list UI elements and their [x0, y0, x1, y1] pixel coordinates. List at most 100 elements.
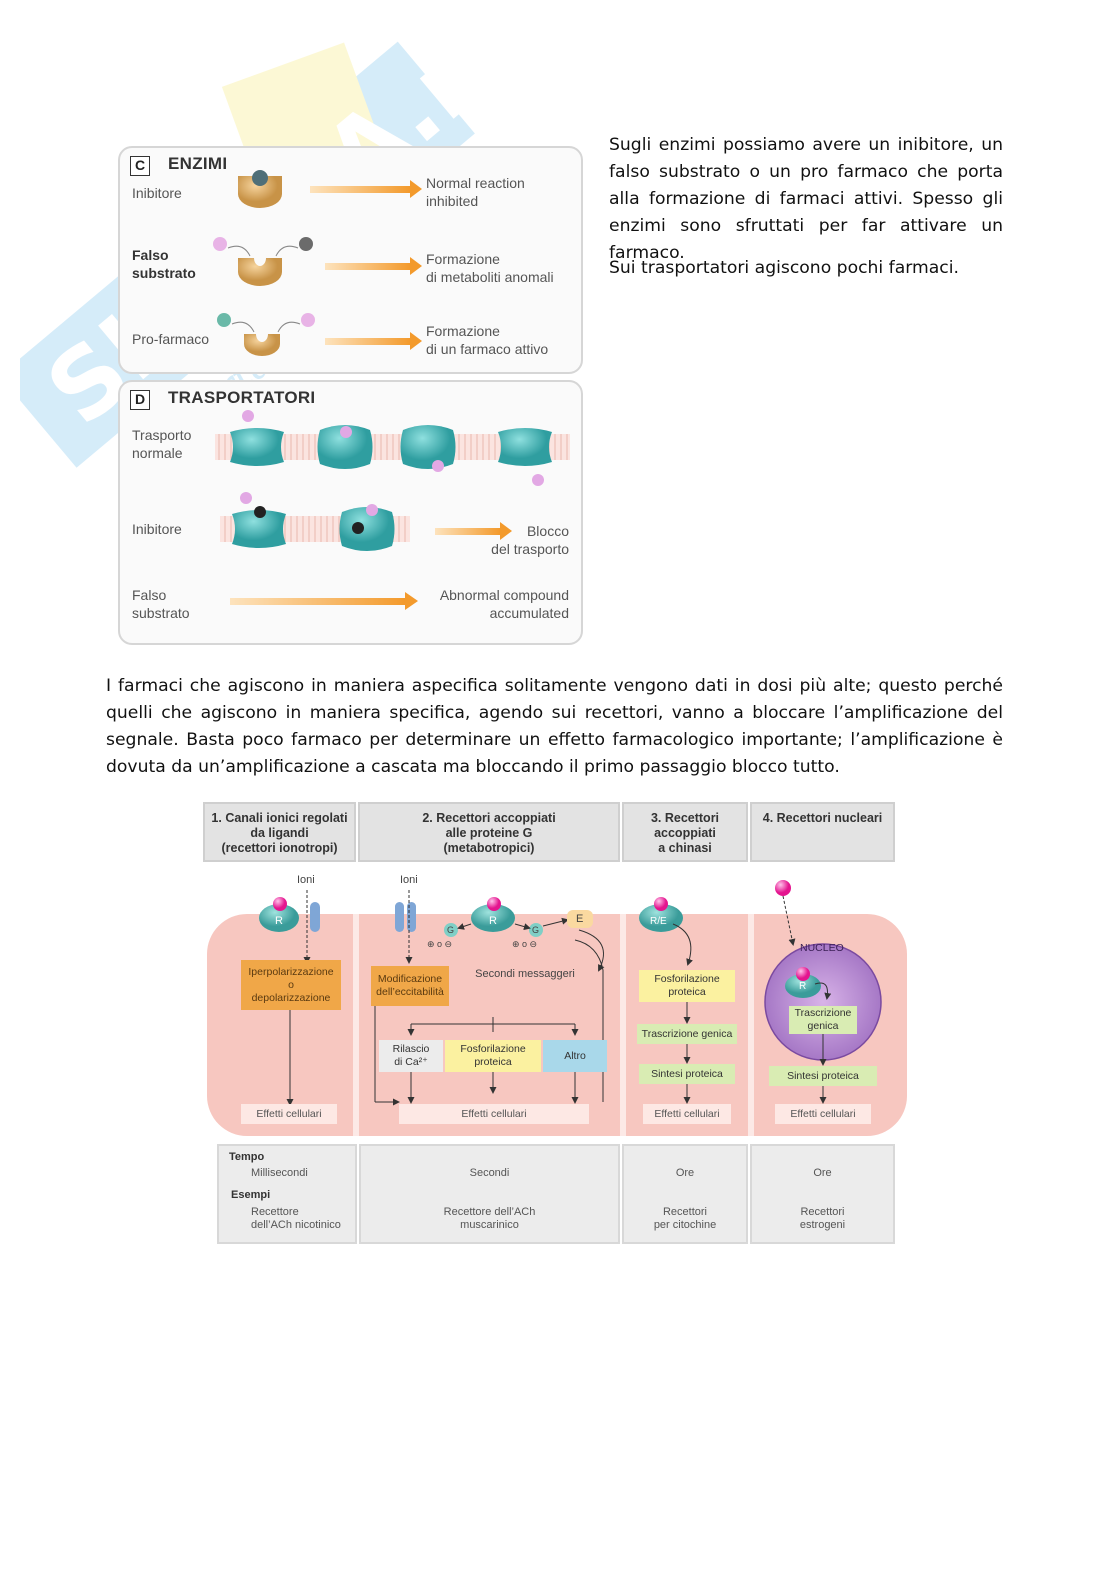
esempi-label: Esempi: [231, 1189, 271, 1201]
receptor-label: R: [275, 915, 283, 927]
inhibitor-molecule: [252, 170, 268, 186]
figure-receptor-types: 1. Canali ionici regolati da ligandi (re…: [203, 802, 911, 1248]
transporters-illustration: [215, 410, 570, 610]
receptor-enzyme: [639, 904, 683, 932]
substrate-molecule: [532, 474, 544, 486]
kinase-transcription-box: Trascrizione genica: [637, 1024, 737, 1044]
transporter-row-outcome: Abnormal compound accumulated: [439, 587, 569, 621]
ion-channel: [310, 902, 320, 932]
example-value: Recettori per citochine: [653, 1206, 717, 1231]
kinase-phosphorylation-box: Fosforilazione proteica: [639, 970, 735, 1002]
substrate-molecule: [340, 426, 352, 438]
transporter-protein: [498, 428, 552, 466]
transporter-row-label: Inibitore: [132, 521, 182, 537]
cellular-effects-box: Effetti cellulari: [399, 1104, 589, 1124]
transporter-protein: [230, 428, 284, 466]
time-value: Ore: [675, 1167, 695, 1179]
bottom-cell-3: [622, 1144, 748, 1244]
excitability-box: Modificazione dell’eccitabilità: [371, 966, 449, 1006]
ligand: [796, 967, 810, 981]
example-value: Recettore dell’ACh nicotinico: [251, 1206, 341, 1231]
figure-enzymes-transporters: C ENZIMI Inibitore Falso substrato Pro-f…: [112, 140, 592, 650]
example-value: Recettori estrogeni: [799, 1206, 846, 1231]
plus-minus-label: ⊕ o ⊖: [427, 939, 453, 949]
example-value: Recettore dell’ACh muscarinico: [443, 1206, 536, 1231]
nuclear-transcription-box: Trascrizione genica: [789, 1006, 857, 1034]
paragraph-enzymes: Sugli enzimi possiamo avere un inibitore…: [609, 135, 1003, 263]
panel-transporters: D TRASPORTATORI Trasporto normale Inibit…: [118, 380, 583, 645]
tempo-label: Tempo: [229, 1151, 265, 1163]
header-kinase: 3. Recettori accoppiati a chinasi: [622, 802, 748, 862]
enzyme-shape: [238, 258, 282, 286]
panel-enzymes: C ENZIMI Inibitore Falso substrato Pro-f…: [118, 146, 583, 374]
substrate-molecule: [242, 410, 254, 422]
time-value: Millisecondi: [251, 1167, 308, 1179]
ion-channel: [407, 902, 416, 932]
substrate-molecule: [366, 504, 378, 516]
substrate-molecule: [240, 492, 252, 504]
panel-title-transporters: TRASPORTATORI: [168, 388, 316, 407]
substrate-molecule: [299, 237, 313, 251]
panel-title-enzymes: ENZIMI: [168, 154, 228, 173]
enzymes-illustration: [213, 170, 422, 356]
receptor-enzyme-label: R/E: [650, 916, 667, 927]
enzyme-row-outcome: Normal reaction inhibited: [426, 175, 525, 209]
header-metabotropic: 2. Recettori accoppiati alle proteine G …: [358, 802, 620, 862]
transporter-row-label: Trasporto normale: [132, 427, 192, 461]
g-protein-label: G: [447, 925, 455, 935]
transporter-protein: [232, 510, 286, 548]
nucleus-label: NUCLEO: [800, 942, 844, 954]
kinase-synthesis-box: Sintesi proteica: [639, 1064, 735, 1084]
time-value: Ore: [813, 1167, 832, 1179]
hyper-depolarization-box: Iperpolarizzazione o depolarizzazione: [241, 960, 341, 1010]
prodrug-molecule: [217, 313, 231, 327]
enzyme-row-outcome: Formazione di un farmaco attivo: [426, 323, 549, 357]
enzyme-shape: [244, 334, 280, 356]
g-protein: [529, 923, 543, 937]
g-protein-label: G: [532, 925, 540, 935]
nuclear-synthesis-box: Sintesi proteica: [769, 1066, 877, 1086]
enzyme-row-label: Pro-farmaco: [132, 331, 210, 347]
second-messengers-label: Secondi messaggeri: [475, 968, 575, 980]
receptor: [259, 904, 299, 932]
bottom-cell-1: [217, 1144, 357, 1244]
inhibitor-molecule: [254, 506, 266, 518]
time-value: Secondi: [469, 1167, 510, 1179]
receptor-label: R: [799, 981, 807, 992]
cellular-effects-box: Effetti cellulari: [775, 1104, 871, 1124]
ligand: [775, 880, 791, 896]
cellular-effects-box: Effetti cellulari: [643, 1104, 731, 1124]
ligand: [273, 897, 287, 911]
effector: [567, 910, 593, 928]
panel-tag-d: D: [130, 390, 150, 410]
substrate-molecule: [213, 237, 227, 251]
calcium-release-box: Rilascio di Ca²⁺: [379, 1040, 443, 1072]
bottom-cell-2: [359, 1144, 620, 1244]
header-nuclear: 4. Recettori nucleari: [750, 802, 895, 862]
substrate-molecule: [432, 460, 444, 472]
enzyme-row-label: Falso substrato: [132, 247, 196, 281]
ligand: [487, 897, 501, 911]
protein-phosphorylation-box: Fosforilazione proteica: [445, 1040, 541, 1072]
plus-minus-label: ⊕ o ⊖: [512, 939, 538, 949]
g-protein: [444, 923, 458, 937]
nuclear-receptor: [785, 974, 821, 998]
effector-label: E: [576, 913, 584, 925]
transporter-row-outcome: Blocco del trasporto: [491, 523, 569, 557]
ion-channel: [395, 902, 404, 932]
bottom-cell-4: [750, 1144, 895, 1244]
paragraph-specific-drugs: I farmaci che agiscono in maniera aspeci…: [106, 676, 1003, 777]
ligand: [654, 897, 668, 911]
other-box: Altro: [543, 1040, 607, 1072]
transporter-protein: [317, 425, 373, 469]
enzyme-row-outcome: Formazione di metaboliti anomali: [426, 251, 554, 285]
receptor-label: R: [489, 915, 497, 927]
active-drug-molecule: [301, 313, 315, 327]
receptor: [471, 904, 515, 932]
transporter-row-label: Falso substrato: [132, 587, 190, 621]
transporter-protein: [339, 507, 395, 551]
transporter-protein: [400, 425, 456, 469]
enzyme-row-label: Inibitore: [132, 185, 182, 201]
inhibitor-molecule: [352, 522, 364, 534]
panel-tag-c: C: [130, 156, 150, 176]
